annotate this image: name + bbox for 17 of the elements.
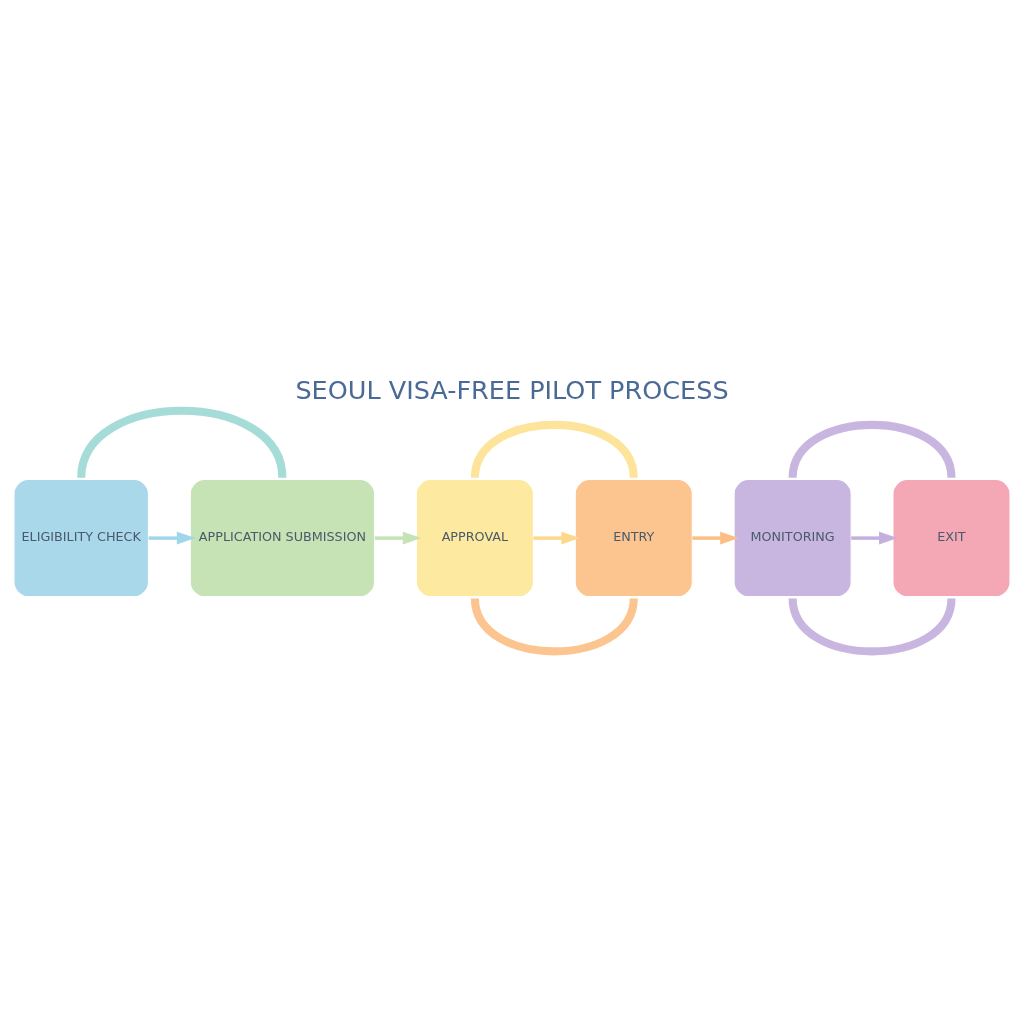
arrow [851, 531, 898, 545]
arrow [533, 531, 580, 545]
connector [788, 597, 956, 655]
connector [470, 597, 638, 655]
node-box: MONITORING [733, 478, 852, 597]
diagram-title: SEOUL VISA-FREE PILOT PROCESS [295, 374, 729, 405]
node-box: APPROVAL [415, 478, 535, 597]
node-box: ELIGIBILITY CHECK [13, 478, 150, 597]
node-box: ENTRY [574, 478, 693, 597]
arrow [148, 531, 196, 545]
node-box: APPLICATION SUBMISSION [189, 478, 376, 597]
node-box: EXIT [892, 478, 1011, 597]
arrow [692, 531, 739, 545]
connector [788, 420, 956, 479]
arrow [374, 531, 422, 545]
connector [77, 406, 287, 479]
connector [470, 420, 638, 479]
